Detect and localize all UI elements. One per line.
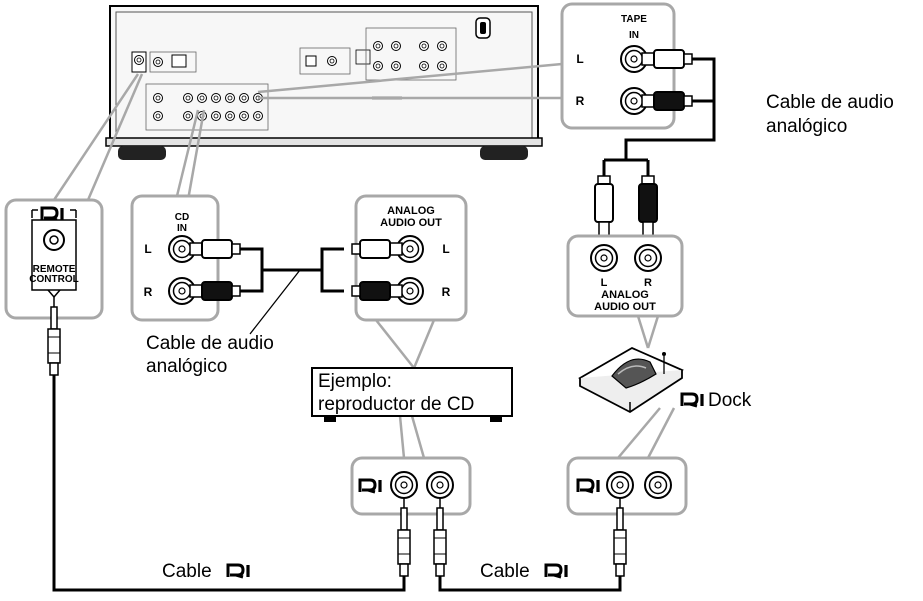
cd-player-ri-panel xyxy=(350,456,472,516)
ri-cable-label-left: Cable xyxy=(162,561,250,582)
cd-out-label-line1: ANALOG xyxy=(387,205,435,217)
example-label-line2: reproductor de CD xyxy=(318,394,474,415)
rca-jack-icon xyxy=(390,471,418,499)
rca-jack-icon xyxy=(590,244,618,272)
remote-control-panel: REMOTE CONTROL xyxy=(4,198,104,320)
dock-out-label-line1: ANALOG xyxy=(601,289,649,301)
cd-right-label: R xyxy=(144,285,153,299)
tape-in-label: IN xyxy=(629,30,639,41)
tape-right-label: R xyxy=(576,94,585,108)
rca-plug-black-icon xyxy=(638,175,658,239)
cd-label: CD xyxy=(175,212,189,223)
rca-jack-icon xyxy=(426,471,454,499)
cable-ri-label-right: Cable xyxy=(480,561,530,582)
cable-audio-tape-label-line1: Cable de audio xyxy=(766,92,894,113)
cd-out-right-label: R xyxy=(442,285,451,299)
rca-jack-icon xyxy=(606,471,634,499)
remote-label-line1: REMOTE xyxy=(33,264,76,275)
cable-audio-label-line2: analógico xyxy=(146,356,227,377)
rca-plug-white-icon xyxy=(641,49,693,69)
ri-logo-icon xyxy=(226,563,250,579)
cd-in-label: IN xyxy=(177,223,187,234)
rca-jack-icon xyxy=(644,471,672,499)
cable-ri-label-left: Cable xyxy=(162,561,212,582)
rca-plug-black-icon xyxy=(351,281,403,301)
cd-left-label: L xyxy=(144,242,151,256)
ri-cable-label-right: Cable xyxy=(480,561,568,582)
tape-left-label: L xyxy=(576,52,583,66)
tape-label: TAPE xyxy=(621,14,647,25)
dock-out-label-line2: AUDIO OUT xyxy=(594,301,656,313)
audio-cable-cd xyxy=(240,247,344,335)
cd-out-label-line2: AUDIO OUT xyxy=(380,217,442,229)
ri-logo-icon xyxy=(544,563,568,579)
cable-audio-tape-label-line2: analógico xyxy=(766,116,847,137)
ri-cables xyxy=(52,375,622,592)
rca-plug-black-icon xyxy=(641,91,693,111)
dock-label: Dock xyxy=(708,390,752,411)
cable-audio-label-line1: Cable de audio xyxy=(146,333,274,354)
rca-jack-icon xyxy=(634,244,662,272)
remote-label-line2: CONTROL xyxy=(29,274,78,285)
example-cd-player: Ejemplo: reproductor de CD xyxy=(311,367,513,422)
rca-plug-white-icon xyxy=(189,239,241,259)
example-label-line1: Ejemplo: xyxy=(318,371,392,392)
rca-plug-black-icon xyxy=(189,281,241,301)
audio-cable-tape xyxy=(602,57,716,176)
dock-analog-audio-out-panel: L R ANALOG AUDIO OUT xyxy=(566,234,684,318)
receiver-icon xyxy=(105,5,543,160)
callout-lines xyxy=(52,62,676,459)
rca-plug-white-icon xyxy=(594,175,614,239)
dock-right-label: R xyxy=(644,277,652,289)
dock-ri-panel xyxy=(566,456,688,516)
dock-left-label: L xyxy=(601,277,608,289)
ri-logo-icon xyxy=(680,392,704,408)
cd-out-left-label: L xyxy=(442,242,449,256)
dock-icon xyxy=(578,346,684,414)
rca-plug-white-icon xyxy=(351,239,403,259)
